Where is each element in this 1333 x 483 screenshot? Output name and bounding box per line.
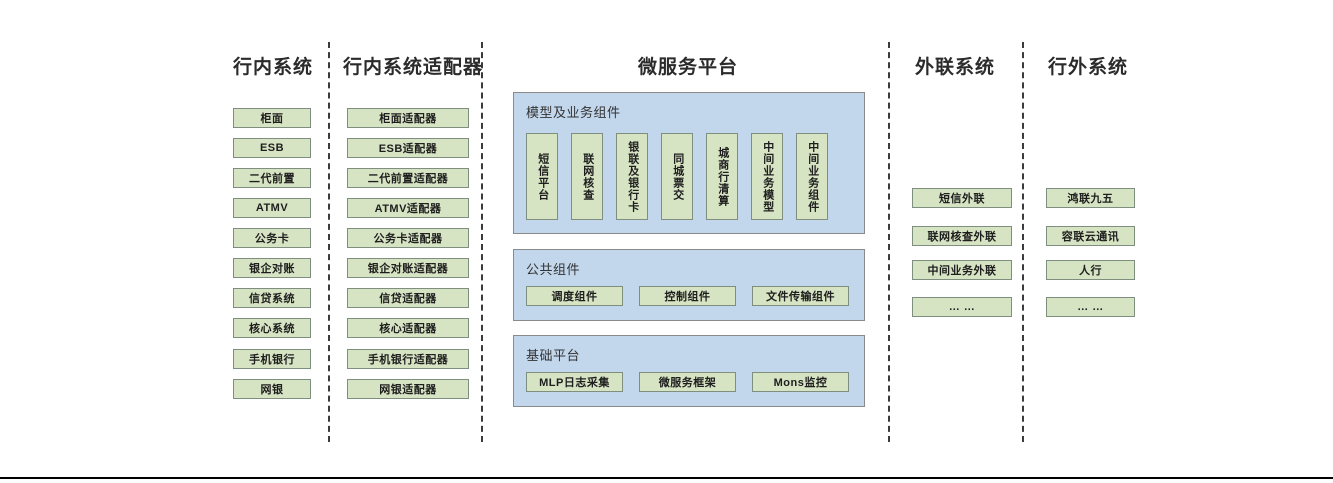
node-model-component[interactable]: 联网核查 [571, 133, 603, 220]
node-in-bank-adapter[interactable]: 网银适配器 [347, 379, 469, 399]
node-model-component[interactable]: 短信平台 [526, 133, 558, 220]
node-in-bank-system[interactable]: 核心系统 [233, 318, 311, 338]
node-in-bank-adapter[interactable]: 二代前置适配器 [347, 168, 469, 188]
panel-title-model-business-components: 模型及业务组件 [526, 105, 621, 120]
platform-title: 微服务平台 [637, 57, 738, 78]
node-in-bank-system[interactable]: 网银 [233, 379, 311, 399]
node-out-bank-system[interactable]: 容联云通讯 [1046, 226, 1135, 246]
node-in-bank-system[interactable]: 公务卡 [233, 228, 311, 248]
node-external-link-system[interactable]: 中间业务外联 [912, 260, 1012, 280]
node-public-component[interactable]: 文件传输组件 [752, 286, 849, 306]
node-out-bank-system[interactable]: 鸿联九五 [1046, 188, 1135, 208]
node-model-component[interactable]: 银联及银行卡 [616, 133, 648, 220]
node-in-bank-system[interactable]: 信贷系统 [233, 288, 311, 308]
node-model-component[interactable]: 同城票交 [661, 133, 693, 220]
node-external-link-system[interactable]: … … [912, 297, 1012, 317]
node-model-component[interactable]: 城商行清算 [706, 133, 738, 220]
node-in-bank-adapter[interactable]: 银企对账适配器 [347, 258, 469, 278]
divider-1 [328, 42, 330, 442]
node-out-bank-system[interactable]: 人行 [1046, 260, 1135, 280]
node-in-bank-system[interactable]: ATMV [233, 198, 311, 218]
node-in-bank-system[interactable]: 手机银行 [233, 349, 311, 369]
node-in-bank-system[interactable]: ESB [233, 138, 311, 158]
node-external-link-system[interactable]: 短信外联 [912, 188, 1012, 208]
node-in-bank-adapter[interactable]: 核心适配器 [347, 318, 469, 338]
node-in-bank-system[interactable]: 银企对账 [233, 258, 311, 278]
node-base-platform-component[interactable]: 微服务框架 [639, 372, 736, 392]
divider-2 [481, 42, 483, 442]
node-in-bank-adapter[interactable]: 公务卡适配器 [347, 228, 469, 248]
panel-base-platform: 基础平台 [513, 335, 865, 407]
node-public-component[interactable]: 调度组件 [526, 286, 623, 306]
node-model-component[interactable]: 中间业务模型 [751, 133, 783, 220]
node-external-link-system[interactable]: 联网核查外联 [912, 226, 1012, 246]
divider-3 [888, 42, 890, 442]
node-in-bank-adapter[interactable]: ATMV适配器 [347, 198, 469, 218]
panel-title-base-platform: 基础平台 [526, 348, 581, 363]
node-in-bank-system[interactable]: 二代前置 [233, 168, 311, 188]
node-base-platform-component[interactable]: MLP日志采集 [526, 372, 623, 392]
column-title-in-bank-systems: 行内系统 [233, 57, 314, 78]
node-in-bank-adapter[interactable]: 信贷适配器 [347, 288, 469, 308]
divider-4 [1022, 42, 1024, 442]
panel-public-components: 公共组件 [513, 249, 865, 321]
node-out-bank-system[interactable]: … … [1046, 297, 1135, 317]
column-title-external-link-systems: 外联系统 [915, 57, 996, 78]
node-model-component[interactable]: 中间业务组件 [796, 133, 828, 220]
bottom-rule [0, 477, 1333, 479]
node-in-bank-adapter[interactable]: 柜面适配器 [347, 108, 469, 128]
column-title-in-bank-adapters: 行内系统适配器 [343, 57, 484, 78]
node-in-bank-adapter[interactable]: ESB适配器 [347, 138, 469, 158]
panel-title-public-components: 公共组件 [526, 262, 581, 277]
node-public-component[interactable]: 控制组件 [639, 286, 736, 306]
column-title-out-bank-systems: 行外系统 [1048, 57, 1129, 78]
node-in-bank-system[interactable]: 柜面 [233, 108, 311, 128]
node-base-platform-component[interactable]: Mons监控 [752, 372, 849, 392]
node-in-bank-adapter[interactable]: 手机银行适配器 [347, 349, 469, 369]
